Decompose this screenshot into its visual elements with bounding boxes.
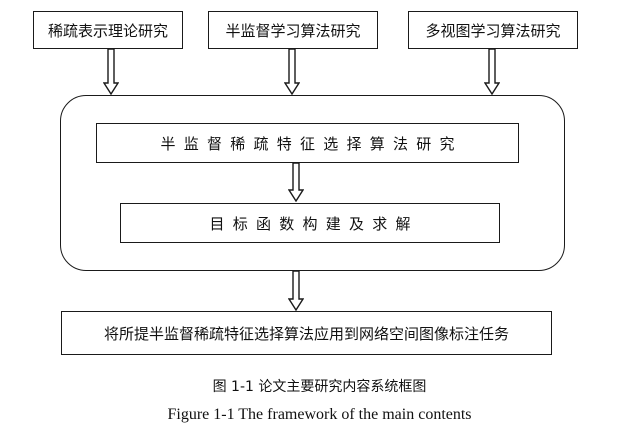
top-box-label: 多视图学习算法研究 — [425, 21, 561, 40]
top-box-semi-supervised: 半监督学习算法研究 — [208, 11, 378, 49]
inner-box-objective-function: 目标函数构建及求解 — [120, 203, 500, 243]
figure-caption-chinese: 图 1-1 论文主要研究内容系统框图 — [212, 379, 427, 395]
inner-box-feature-selection: 半监督稀疏特征选择算法研究 — [96, 123, 519, 163]
inner-box-label: 目标函数构建及求解 — [209, 214, 419, 233]
figure-caption-english: Figure 1-1 The framework of the main con… — [167, 406, 472, 423]
down-arrow-icon — [484, 49, 500, 95]
bottom-box-application: 将所提半监督稀疏特征选择算法应用到网络空间图像标注任务 — [61, 311, 552, 355]
down-arrow-icon — [288, 163, 304, 202]
top-box-sparse-representation: 稀疏表示理论研究 — [33, 11, 183, 49]
top-box-label: 稀疏表示理论研究 — [47, 21, 168, 40]
down-arrow-icon — [103, 49, 119, 95]
bottom-box-label: 将所提半监督稀疏特征选择算法应用到网络空间图像标注任务 — [103, 324, 509, 343]
top-box-multi-view: 多视图学习算法研究 — [408, 11, 578, 49]
inner-box-label: 半监督稀疏特征选择算法研究 — [160, 134, 463, 153]
down-arrow-icon — [284, 49, 300, 95]
down-arrow-icon — [288, 271, 304, 311]
research-container — [60, 95, 565, 271]
top-box-label: 半监督学习算法研究 — [225, 21, 361, 40]
